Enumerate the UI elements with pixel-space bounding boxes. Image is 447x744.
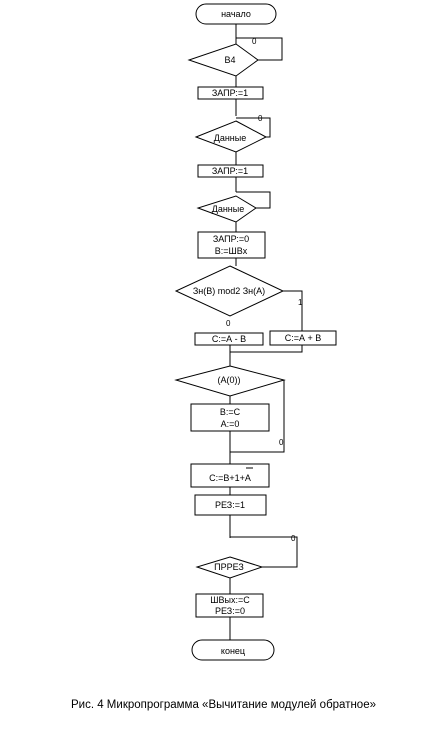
a0-zero-label: 0 <box>279 438 284 447</box>
decision-prez <box>195 556 264 579</box>
zapr1-second-label: ЗАПР:=1 <box>212 166 248 176</box>
decision-a0 <box>174 365 286 397</box>
decision-sign <box>174 265 285 317</box>
process-zapr1-second <box>197 164 264 178</box>
assign1-line2: В:=ШВх <box>215 246 248 256</box>
zapr1-first-label: ЗАПР:=1 <box>212 88 248 98</box>
decision-b4 <box>187 43 259 77</box>
calc-label: С:=В+1+А <box>209 473 251 483</box>
end-label: конец <box>221 646 245 656</box>
decision-prez-label: ПРРЕЗ <box>214 562 244 572</box>
branch-add <box>230 290 303 353</box>
prez-zero-label: 0 <box>291 534 296 543</box>
decision-data1-label: Данные <box>214 133 247 143</box>
output-line1: ШВых:=С <box>210 595 250 605</box>
decision-data1 <box>194 120 268 153</box>
end-terminal <box>191 639 275 661</box>
flowchart: начало В4 0 ЗАПР:=1 Данные 0 ЗАПР:=1 Дан… <box>174 3 337 661</box>
process-output <box>195 593 264 618</box>
start-terminal <box>195 3 277 25</box>
res1-label: РЕЗ:=1 <box>215 500 245 510</box>
loop-b4 <box>236 37 283 61</box>
decision-data2-label: Данные <box>212 204 245 214</box>
subtract-label: С:=А - В <box>212 334 246 344</box>
decision-sign-label: Зн(В) mod2 Зн(А) <box>193 286 265 296</box>
loop-data1-zero-label: 0 <box>258 114 263 123</box>
start-label: начало <box>221 9 251 19</box>
process-zapr1-first <box>197 86 264 100</box>
sign-one-label: 1 <box>298 298 303 307</box>
sign-zero-label: 0 <box>226 319 231 328</box>
loop-prez <box>230 536 298 568</box>
add-label: С:=А + В <box>285 333 322 343</box>
output-line2: РЕЗ:=0 <box>215 606 245 616</box>
flow-line-main <box>229 24 237 640</box>
process-zapr0-b <box>197 231 266 259</box>
process-subtract <box>194 332 264 346</box>
figure-caption: Рис. 4 Микропрограмма «Вычитание модулей… <box>70 699 376 711</box>
process-res1 <box>194 494 267 516</box>
process-calc <box>190 463 270 488</box>
loop-a0 <box>230 380 285 453</box>
process-b-a <box>190 403 270 432</box>
assign1-line1: ЗАПР:=0 <box>213 234 249 244</box>
assign2-line1: В:=С <box>220 407 241 417</box>
loop-data2 <box>236 191 271 209</box>
loop-b4-zero-label: 0 <box>252 37 257 46</box>
process-add <box>269 330 337 346</box>
decision-data2 <box>196 195 257 223</box>
assign2-line2: А:=0 <box>221 419 240 429</box>
decision-a0-label: (А(0)) <box>218 375 241 385</box>
loop-data1 <box>236 117 271 138</box>
decision-b4-label: В4 <box>224 55 235 65</box>
